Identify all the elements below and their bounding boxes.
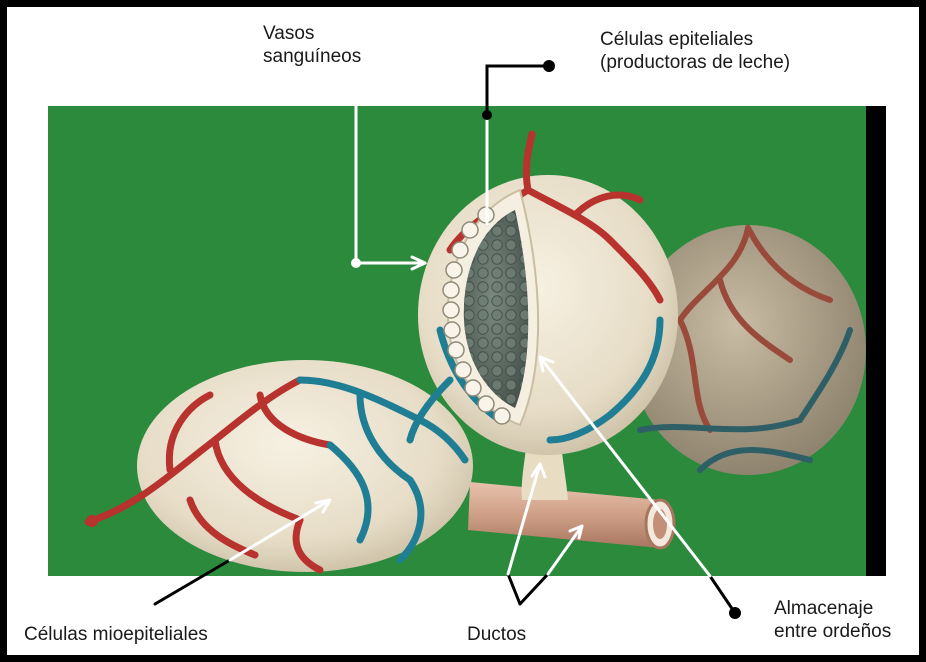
label-line: Células epiteliales	[600, 28, 790, 51]
leader-almacenaje	[710, 576, 735, 613]
label-vasos-sanguineos: Vasos sanguíneos	[263, 22, 361, 68]
label-line: Vasos	[263, 22, 361, 45]
label-line: (productoras de leche)	[600, 51, 790, 74]
label-line: Almacenaje	[774, 597, 891, 620]
black-side-bar	[866, 106, 886, 576]
label-celulas-mioepiteliales: Células mioepiteliales	[24, 623, 208, 646]
label-almacenaje: Almacenaje entre ordeños	[774, 597, 891, 643]
leader-ductos	[508, 574, 548, 604]
label-line: entre ordeños	[774, 620, 891, 643]
label-celulas-epiteliales: Células epiteliales (productoras de lech…	[600, 28, 790, 74]
label-line: sanguíneos	[263, 45, 361, 68]
label-ductos: Ductos	[467, 623, 526, 646]
